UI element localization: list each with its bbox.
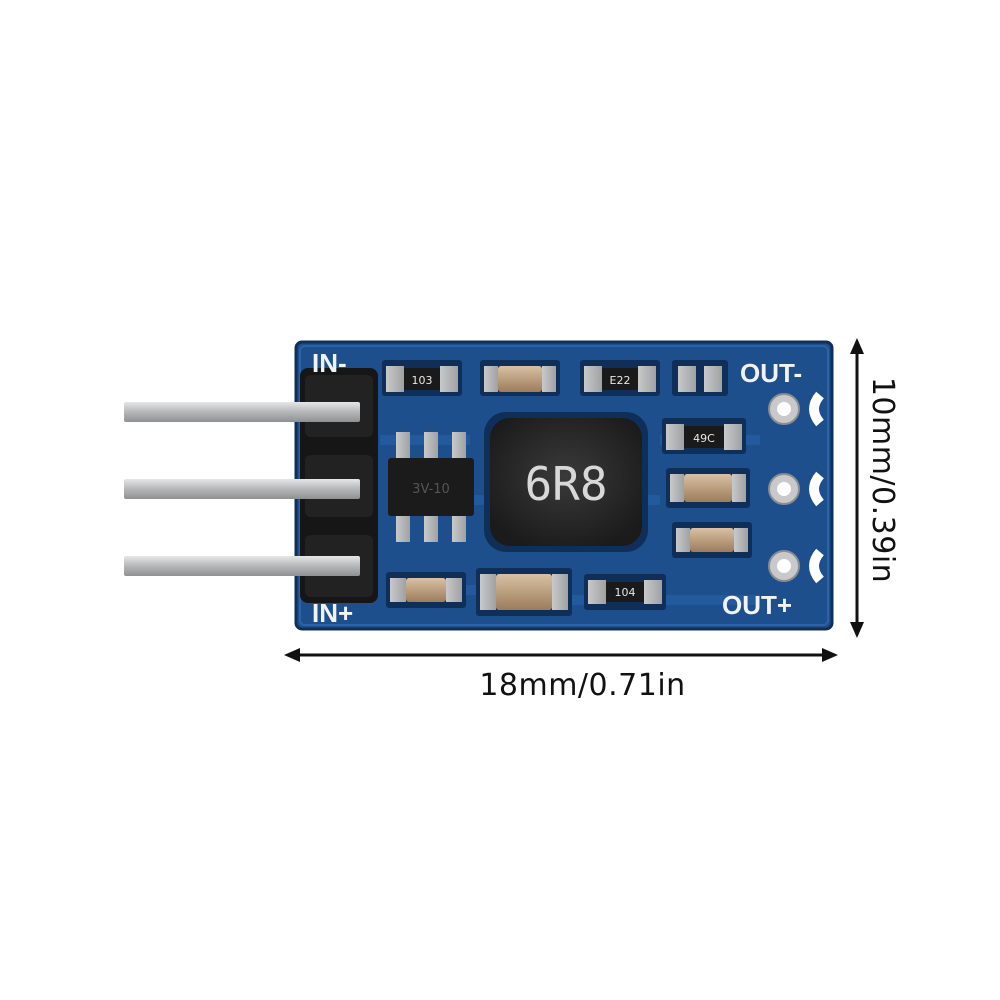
label-in-plus: IN+ [312, 598, 353, 628]
inductor: 6R8 [484, 412, 648, 552]
capacitor-bottom-2 [476, 568, 572, 616]
resistor-e22: E22 [580, 360, 660, 396]
resistor-49c: 49C [662, 418, 746, 454]
regulator-ic: 3V-10 [388, 432, 474, 542]
header-pins [124, 402, 360, 576]
resistor-code-49c: 49C [693, 432, 715, 445]
capacitor-top-1 [480, 360, 560, 396]
resistor-code-103: 103 [412, 374, 433, 387]
capacitor-right-2 [672, 522, 752, 558]
resistor-103: 103 [382, 360, 462, 396]
capacitor-right-1 [666, 468, 750, 508]
resistor-104: 104 [584, 574, 666, 610]
pin-3 [124, 556, 360, 576]
pin-2 [124, 479, 360, 499]
ic-marking: 3V-10 [412, 482, 450, 497]
height-dimension-text: 10mm/0.39in [865, 376, 900, 584]
resistor-code-e22: E22 [610, 374, 631, 387]
pin-1 [124, 402, 360, 422]
pads-top-right [672, 360, 728, 396]
label-out-minus: OUT- [740, 358, 802, 388]
height-dimension-arrow [850, 338, 864, 638]
resistor-code-104: 104 [615, 586, 636, 599]
width-dimension-text: 18mm/0.71in [479, 668, 686, 703]
width-dimension-label: 18mm/0.71in [0, 668, 1000, 703]
label-in-minus: IN- [312, 348, 347, 378]
capacitor-bottom-1 [386, 572, 466, 608]
inductor-code: 6R8 [524, 457, 607, 511]
width-dimension-arrow [284, 648, 838, 662]
label-out-plus: OUT+ [722, 590, 792, 620]
output-holes [768, 391, 824, 584]
